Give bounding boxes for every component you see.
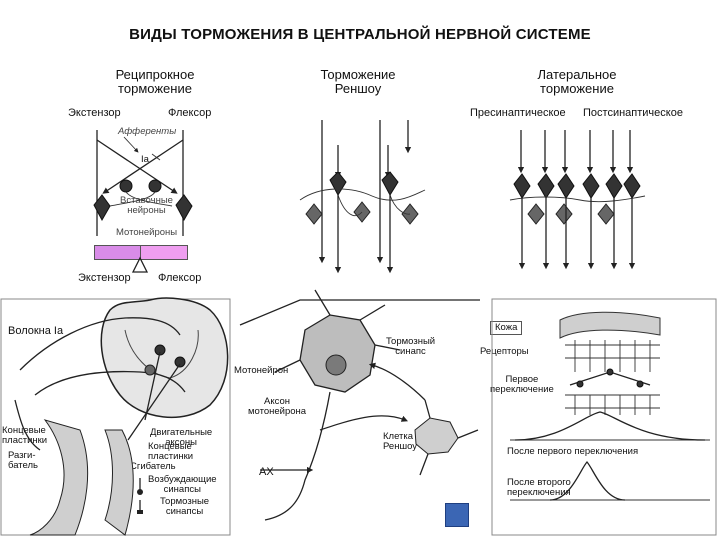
after-second-line2: переключения	[507, 487, 571, 498]
motoneuron-body	[299, 314, 376, 393]
renshaw-header: Торможение Реншоу	[298, 68, 418, 96]
lateral-header: Латеральное торможение	[512, 68, 642, 96]
renshaw-cell-line2: Реншоу	[383, 441, 417, 452]
renshaw-title-line2: Реншоу	[334, 81, 382, 96]
second-relay-curve	[549, 461, 626, 501]
interneurons-line1: Вставочные	[120, 195, 173, 206]
extensor-muscle-line1: Разги-	[8, 450, 36, 461]
extensor-top-label: Экстензор	[68, 107, 121, 119]
renshaw-cell-line1: Клетка	[383, 431, 414, 442]
inhibitory-line2: синапсы	[165, 506, 204, 517]
first-relay-label: Первое переключение	[490, 375, 554, 395]
motor-axons-line1: Двигательные	[150, 427, 213, 438]
after-second-line1: После второго	[507, 477, 571, 488]
flexor-motoneuron	[175, 194, 193, 222]
motor-axons-label: Двигательные аксоны	[150, 428, 212, 448]
axon-line2: мотонейрона	[248, 406, 307, 417]
flexor-bottom-label: Флексор	[158, 272, 202, 284]
renshaw-cell-body	[414, 417, 459, 455]
renshaw-title-line1: Торможение	[320, 67, 396, 82]
renshaw-diagram	[299, 120, 426, 274]
lateral-title-line2: торможение	[540, 81, 614, 96]
reciprocal-title-line1: Реципрокное	[115, 67, 195, 82]
inhibitory-synapse-label: Тормозный синапс	[386, 337, 435, 357]
square-button[interactable]	[445, 503, 469, 527]
extensor-bottom-label: Экстензор	[78, 272, 131, 284]
interneurons-line2: нейроны	[127, 205, 166, 216]
postsynaptic-label: Постсинаптическое	[583, 107, 683, 119]
fibers-ia-label: Волокна Ia	[8, 325, 64, 337]
interneurons-label: Вставочные нейроны	[120, 196, 173, 216]
inhibitory-synapses-label: Тормозные синапсы	[160, 497, 209, 517]
motoneuron-label: Мотонейрон	[234, 365, 289, 376]
motoneurons-label: Мотонейроны	[116, 227, 178, 238]
first-relay-line2: переключение	[490, 384, 554, 395]
skin-diagram	[491, 298, 717, 536]
first-relay-line1: Первое	[505, 374, 539, 385]
extensor-muscle-line2: батель	[8, 460, 39, 471]
spinal-diagram	[0, 297, 231, 536]
interneuron-right	[148, 179, 162, 193]
reciprocal-header: Реципрокное торможение	[90, 68, 220, 96]
reciprocal-title-line2: торможение	[118, 81, 192, 96]
inhibitory-synapse-line1: Тормозный	[386, 336, 436, 347]
after-first-label: После первого переключения	[507, 446, 639, 457]
end-plates-line2: пластинки	[2, 435, 48, 446]
inhibitory-line1: Тормозные	[160, 496, 210, 507]
end-plates2-label: Концевые пластинки	[148, 442, 193, 462]
after-second-label: После второго переключения	[507, 478, 571, 498]
axon-label: Аксон мотонейрона	[248, 397, 306, 417]
lateral-diagram	[509, 130, 646, 270]
presynaptic-label: Пресинаптическое	[470, 107, 566, 119]
ax-label: AX	[259, 466, 274, 478]
flexor-bar	[140, 245, 188, 260]
skin-label: Кожа	[490, 321, 523, 335]
first-relay-curve	[514, 411, 706, 441]
flexor-top-label: Флексор	[168, 107, 212, 119]
reciprocal-diagram	[93, 130, 193, 273]
excitatory-synapses-label: Возбуждающие синапсы	[148, 475, 217, 495]
lateral-title-line1: Латеральное	[537, 67, 617, 82]
renshaw-cell-label: Клетка Реншоу	[383, 432, 417, 452]
page-title: ВИДЫ ТОРМОЖЕНИЯ В ЦЕНТРАЛЬНОЙ НЕРВНОЙ СИ…	[129, 26, 591, 43]
motor-axons-line2: аксоны	[165, 437, 197, 448]
renshaw-cell-diagram	[239, 289, 480, 521]
flexor-muscle-label: Сгибатель	[130, 461, 176, 472]
end-plates2-line2: пластинки	[148, 451, 194, 462]
axon-line1: Аксон	[264, 396, 291, 407]
interneuron-left	[119, 179, 133, 193]
excitatory-line2: синапсы	[163, 484, 201, 495]
receptors-label: Рецепторы	[480, 346, 529, 357]
excitatory-line1: Возбуждающие	[148, 474, 217, 485]
end-plates2-line1: Концевые	[148, 441, 192, 452]
ia-label: Iа	[141, 154, 149, 165]
afferents-label: Афференты	[118, 126, 177, 137]
inhibitory-synapse-line2: синапс	[395, 346, 426, 357]
extensor-muscle-label: Разги- батель	[8, 451, 38, 471]
